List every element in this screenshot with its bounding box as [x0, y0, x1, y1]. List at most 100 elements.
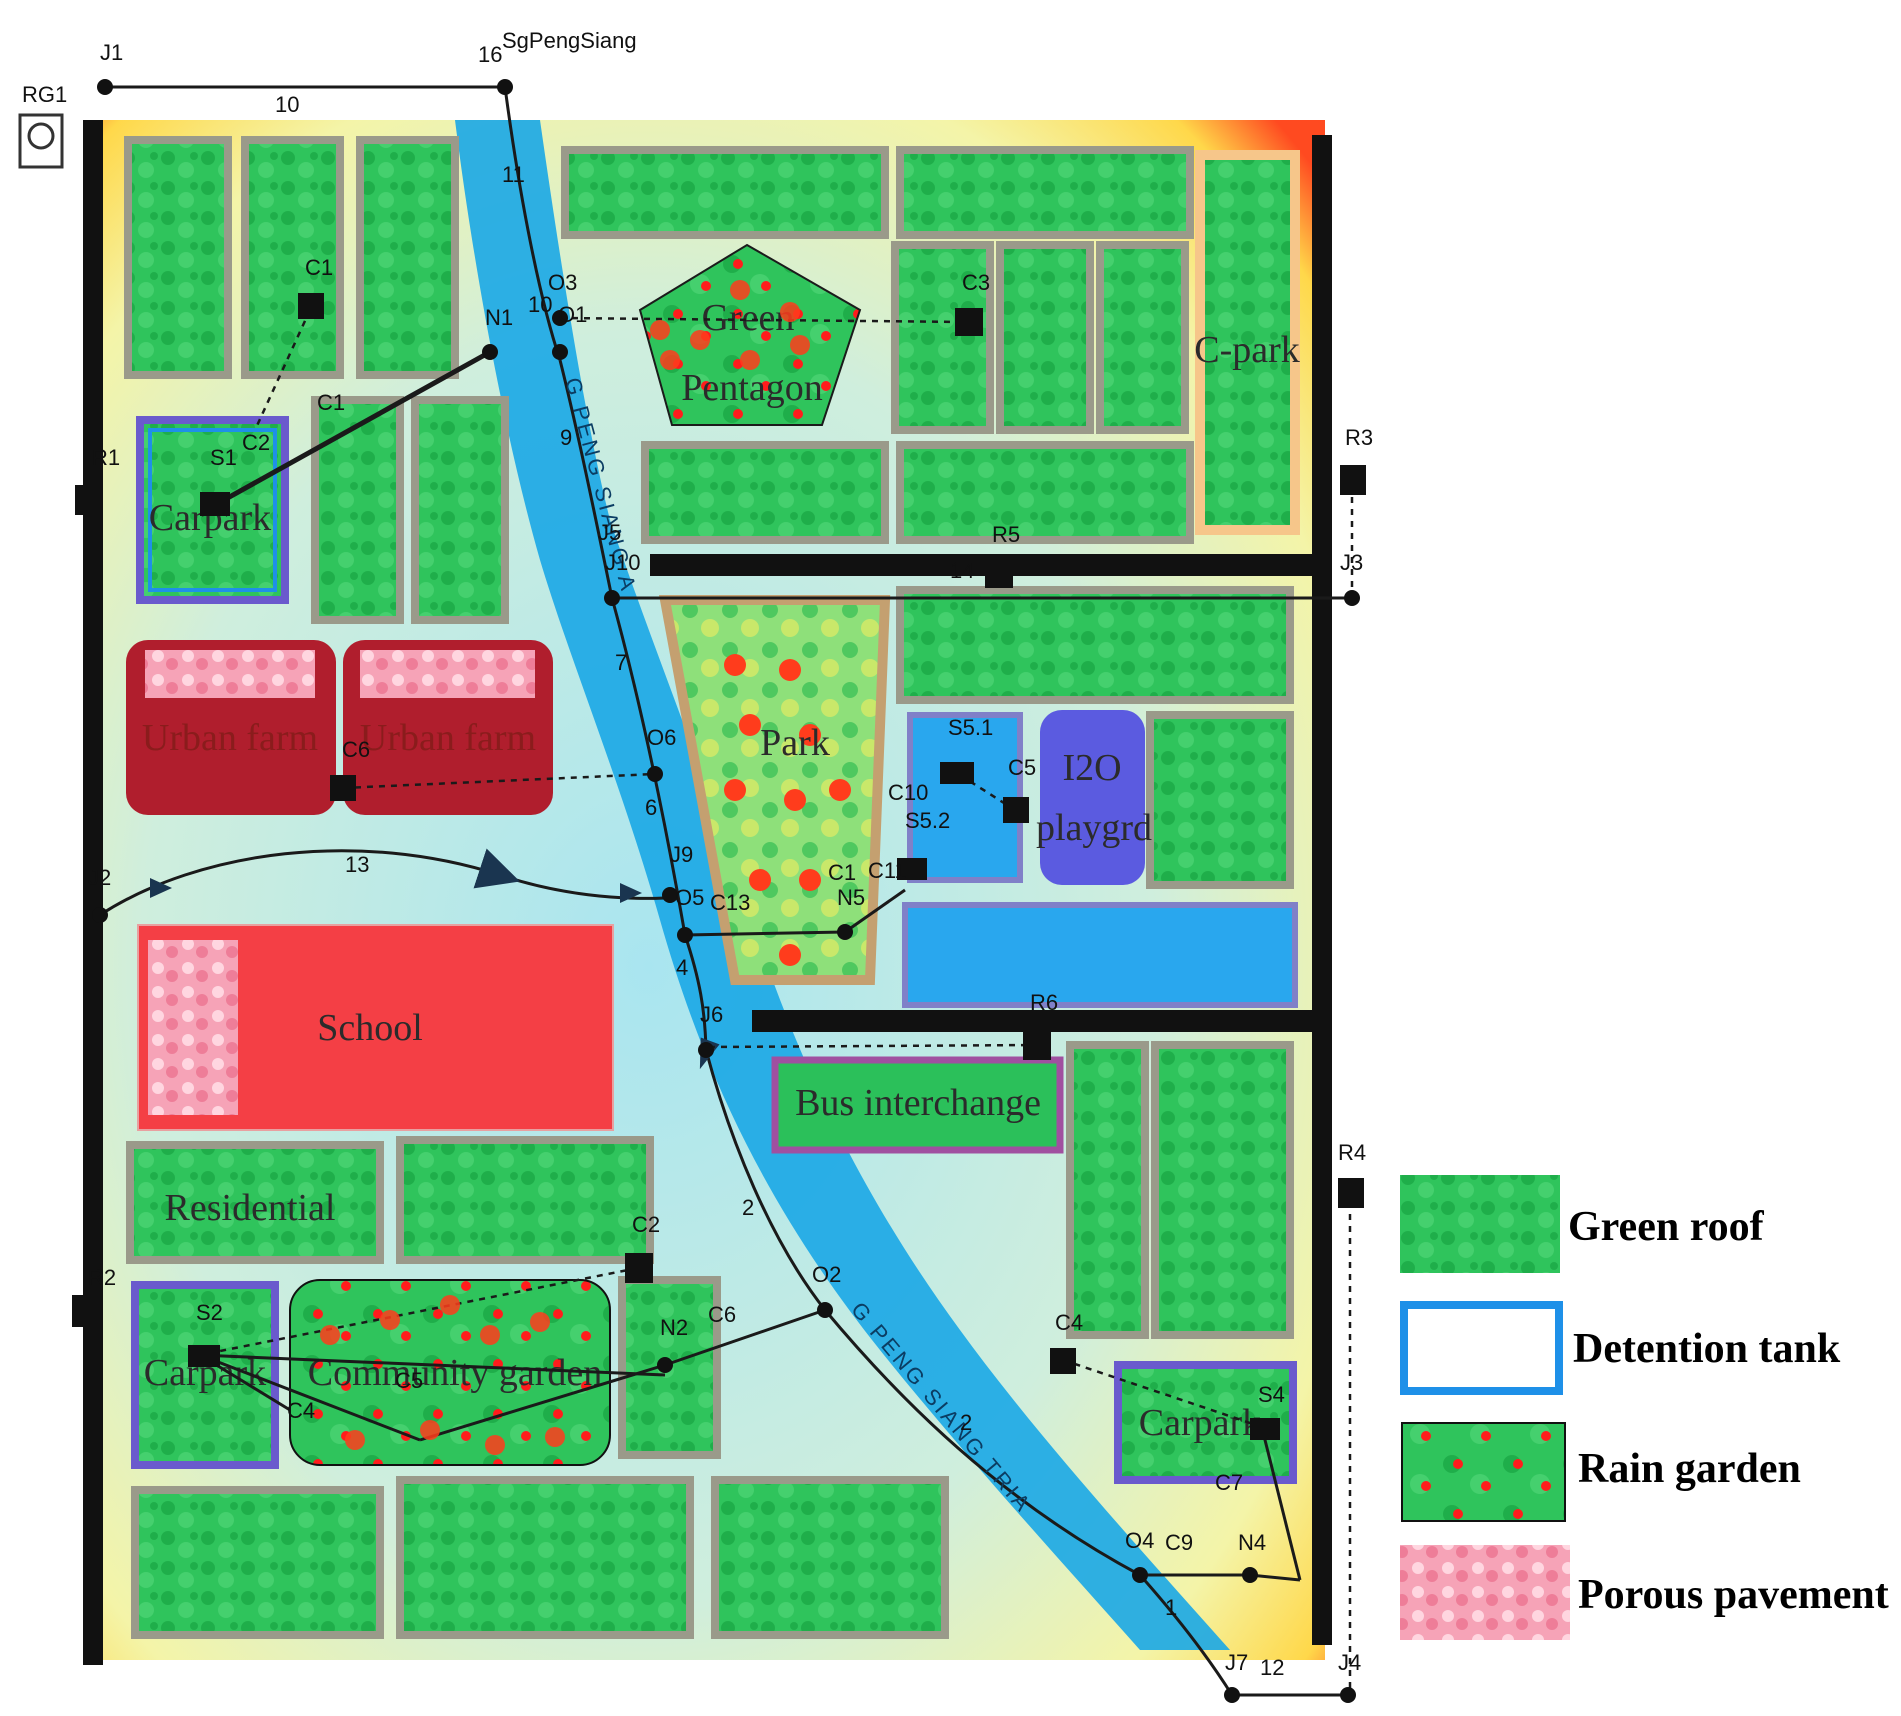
svg-text:C7: C7 — [1215, 1470, 1243, 1495]
svg-text:O5: O5 — [675, 885, 704, 910]
svg-text:13: 13 — [345, 852, 369, 877]
svg-text:J3: J3 — [1340, 550, 1363, 575]
svg-text:C13: C13 — [710, 890, 750, 915]
green-pentagon — [638, 243, 862, 426]
river — [455, 120, 1230, 1650]
green-pentagon-label-2: Pentagon — [681, 367, 822, 409]
svg-text:14: 14 — [950, 558, 974, 583]
legend-label-green-roof: Green roof — [1568, 1204, 1765, 1250]
storage-squares — [72, 293, 1366, 1440]
playground-label-1: I2O — [1062, 747, 1121, 789]
road-r3 — [1312, 135, 1332, 1645]
svg-text:10: 10 — [275, 92, 299, 117]
school-label: School — [317, 1007, 423, 1049]
svg-text:N5: N5 — [837, 885, 865, 910]
svg-text:6: 6 — [645, 795, 657, 820]
svg-text:N4: N4 — [1238, 1530, 1266, 1555]
svg-text:J10: J10 — [605, 550, 640, 575]
road-labels: R1 R2 R3 R4 R5 R6 — [88, 425, 1373, 1290]
road-r6 — [752, 1010, 1317, 1032]
node-labels: J1 J2 J3 J4 J5 J6 J7 J9 J10 O1 O2 O3 O4 … — [88, 40, 1363, 1675]
svg-text:J4: J4 — [1338, 1650, 1361, 1675]
road-r1 — [83, 120, 103, 1665]
porous-pavement-school — [148, 940, 238, 1115]
outfall-label: SgPengSiang — [502, 28, 637, 53]
svg-text:1: 1 — [1165, 1595, 1177, 1620]
flow-arrow-2 — [620, 883, 642, 903]
svg-text:R5: R5 — [992, 522, 1020, 547]
svg-text:4: 4 — [676, 955, 688, 980]
svg-text:C1: C1 — [305, 255, 333, 280]
park-label: Park — [760, 722, 830, 764]
legend-swatch-green-roof — [1400, 1175, 1560, 1273]
svg-text:O2: O2 — [812, 1262, 841, 1287]
svg-text:O4: O4 — [1125, 1528, 1154, 1553]
svg-text:C11: C11 — [868, 858, 907, 883]
svg-text:R4: R4 — [1338, 1140, 1366, 1165]
c-park-block — [1195, 150, 1300, 535]
storage-labels: S1 S2 S4 S5.1 S5.2 — [196, 445, 1285, 1407]
svg-text:N2: N2 — [660, 1315, 688, 1340]
junction-nodes — [92, 79, 1360, 1703]
legend-label-porous-pavement: Porous pavement — [1578, 1572, 1889, 1618]
legend: Green roof Detention tank Rain garden Po… — [1400, 1175, 1889, 1640]
park-area — [658, 595, 891, 985]
svg-text:9: 9 — [560, 425, 572, 450]
svg-text:R3: R3 — [1345, 425, 1373, 450]
svg-text:R2: R2 — [88, 1265, 116, 1290]
svg-text:J7: J7 — [1225, 1650, 1248, 1675]
legend-swatch-porous-pavement — [1400, 1545, 1570, 1640]
svg-text:10: 10 — [528, 292, 552, 317]
urban-farm-2-label: Urban farm — [360, 717, 536, 759]
svg-text:C2: C2 — [242, 430, 270, 455]
residential-label: Residential — [165, 1187, 336, 1229]
svg-text:J1: J1 — [100, 40, 123, 65]
svg-text:11: 11 — [502, 162, 525, 187]
c-park-label: C-park — [1194, 329, 1300, 371]
legend-label-rain-garden: Rain garden — [1578, 1446, 1801, 1492]
svg-text:S4: S4 — [1258, 1382, 1285, 1407]
svg-text:C9: C9 — [1165, 1530, 1193, 1555]
svg-text:12: 12 — [1260, 1655, 1284, 1680]
svg-text:S5.2: S5.2 — [905, 808, 950, 833]
svg-text:C4: C4 — [1055, 1310, 1083, 1335]
svg-text:R1: R1 — [92, 445, 120, 470]
svg-text:S1: S1 — [210, 445, 237, 470]
svg-text:7: 7 — [615, 650, 627, 675]
raingauge-label: RG1 — [22, 82, 67, 107]
svg-text:C5: C5 — [395, 1368, 423, 1393]
svg-text:S5.1: S5.1 — [948, 715, 993, 740]
carpark-s4-label: Carpark — [1139, 1402, 1261, 1444]
svg-text:2: 2 — [960, 1410, 972, 1435]
svg-text:O1: O1 — [558, 302, 587, 327]
svg-text:C10: C10 — [888, 780, 928, 805]
legend-swatch-rain-garden — [1401, 1422, 1566, 1522]
svg-text:N1: N1 — [485, 305, 513, 330]
subcatchment-links — [199, 309, 1354, 1695]
svg-text:C3: C3 — [962, 270, 990, 295]
svg-text:O3: O3 — [548, 270, 577, 295]
legend-swatch-detention-tank — [1400, 1301, 1563, 1395]
svg-text:C2: C2 — [632, 1212, 660, 1237]
flow-arrow-1 — [150, 878, 172, 898]
bus-interchange — [771, 1056, 1064, 1154]
park-rain-dots — [724, 654, 851, 966]
community-garden-label: Community garden — [308, 1352, 602, 1394]
svg-text:C5: C5 — [1008, 755, 1036, 780]
svg-text:R6: R6 — [1030, 990, 1058, 1015]
svg-text:2: 2 — [742, 1195, 754, 1220]
green-roof-blocks — [124, 136, 1294, 1639]
conduit-labels: 1 2 2 4 6 7 9 10 11 12 13 14 16 10 — [275, 42, 1284, 1680]
svg-text:C1: C1 — [828, 860, 856, 885]
svg-text:S2: S2 — [196, 1300, 223, 1325]
legend-label-detention-tank: Detention tank — [1573, 1326, 1841, 1372]
rain-garden-dots — [320, 280, 810, 1455]
playground — [1040, 710, 1145, 885]
bus-interchange-label: Bus interchange — [795, 1082, 1041, 1124]
svg-text:C6: C6 — [708, 1302, 736, 1327]
svg-text:J2: J2 — [88, 865, 111, 890]
svg-text:C4: C4 — [287, 1398, 315, 1423]
catchment-labels: C1 C1 C2 C2 C3 C4 C4 C5 C5 C6 C6 C7 C9 C… — [242, 255, 1243, 1555]
playground-label-2: playgrd — [1036, 807, 1152, 849]
